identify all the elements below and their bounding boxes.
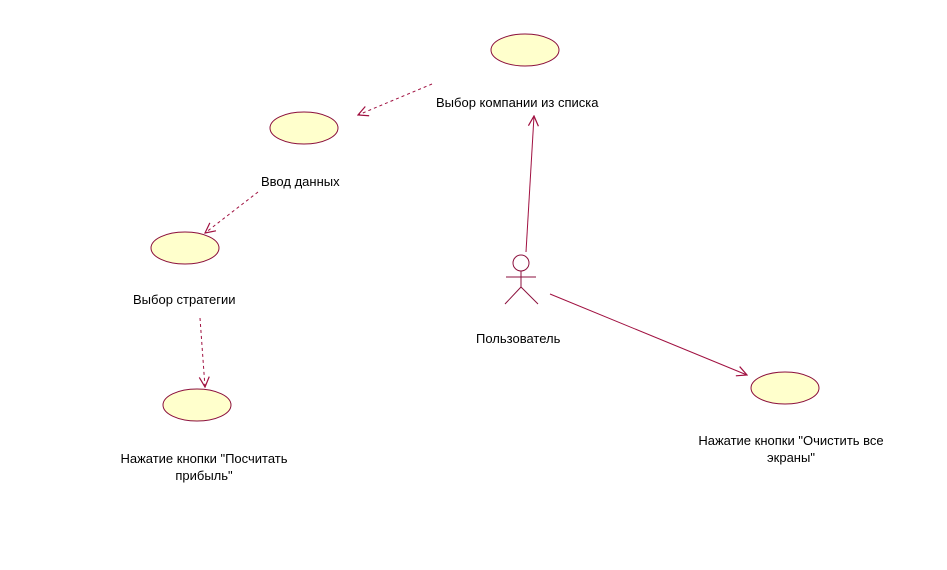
usecase-enter-data[interactable] [269, 111, 339, 145]
dependency-company-to-data [358, 83, 433, 115]
dependency-data-to-strategy [205, 191, 259, 233]
dependency-strategy-to-calc [200, 317, 205, 387]
label-select-strategy: Выбор стратегии [133, 292, 236, 307]
actor-figure[interactable] [504, 254, 539, 305]
usecase-calc-profit[interactable] [162, 388, 232, 422]
label-calc-profit-line1: Нажатие кнопки "Посчитать [120, 451, 288, 466]
label-actor: Пользователь [476, 331, 561, 346]
label-calc-profit-line2: прибыль" [175, 468, 233, 483]
label-clear-screens-line2: экраны" [767, 450, 815, 465]
usecase-clear-screens[interactable] [750, 371, 820, 405]
label-clear-screens-line1: Нажатие кнопки "Очистить все [698, 433, 884, 448]
usecase-select-strategy[interactable] [150, 231, 220, 265]
label-calc-profit: Нажатие кнопки "Посчитать прибыль" [95, 450, 313, 484]
association-actor-to-clear [549, 293, 747, 375]
label-clear-screens: Нажатие кнопки "Очистить все экраны" [672, 432, 910, 466]
association-actor-to-company [525, 116, 534, 253]
label-enter-data: Ввод данных [261, 174, 340, 189]
usecase-select-company[interactable] [490, 33, 560, 67]
label-select-company: Выбор компании из списка [436, 95, 599, 110]
